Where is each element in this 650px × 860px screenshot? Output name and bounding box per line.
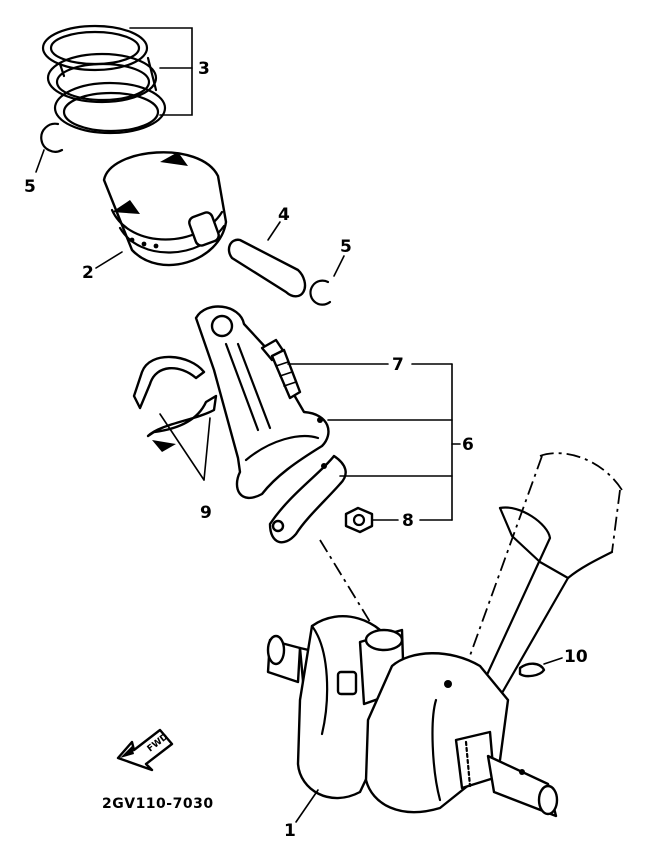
callout-3: 3 [198, 59, 210, 79]
connecting-rod-bolt [260, 338, 302, 400]
callout-2: 2 [82, 263, 94, 283]
bearing-shells [132, 355, 218, 481]
connecting-rod-cap [268, 454, 347, 544]
crankshaft [266, 615, 559, 818]
callout-5-left: 5 [24, 177, 36, 197]
callout-6-7-8-leaders [287, 363, 461, 521]
piston-rings [41, 24, 167, 135]
assembled-rod-outline [478, 452, 623, 702]
piston-pin [227, 221, 307, 298]
drawing-code: 2GV110-7030 [102, 796, 214, 812]
connecting-rod-nut [344, 506, 374, 534]
piston-pin-clip-right [309, 255, 345, 306]
woodruff-key [518, 657, 563, 678]
callout-8: 8 [402, 511, 414, 531]
callout-4: 4 [278, 205, 290, 225]
connecting-rod [194, 305, 330, 500]
callout-1: 1 [284, 821, 296, 841]
front-direction-arrow-icon: FWD [116, 728, 174, 772]
callout-10: 10 [564, 647, 588, 667]
callout-5-right: 5 [340, 237, 352, 257]
callout-6: 6 [462, 435, 474, 455]
piston [95, 151, 228, 269]
callout-9: 9 [200, 503, 212, 523]
callout-7: 7 [392, 355, 404, 375]
piston-pin-clip-left [35, 122, 64, 173]
callout-3-leader [129, 27, 193, 116]
callout-1-leader [295, 789, 319, 823]
